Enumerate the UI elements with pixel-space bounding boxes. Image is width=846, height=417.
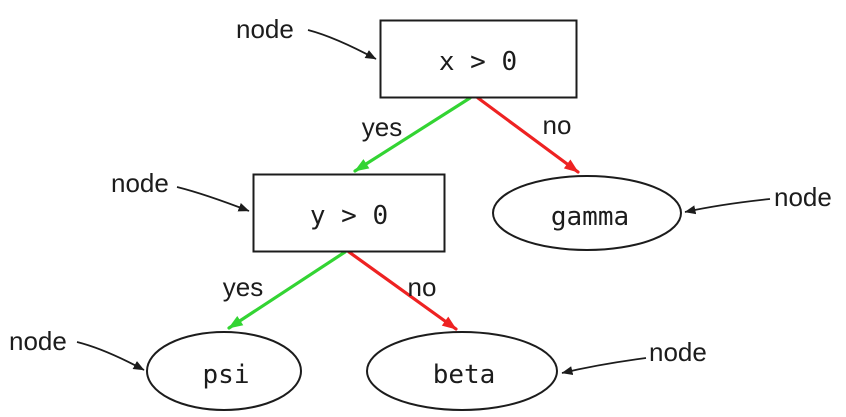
node-root-rect	[379, 19, 578, 99]
node-beta-ellipse	[366, 331, 558, 411]
node-root-label: x > 0	[439, 47, 517, 77]
node-inner-label: y > 0	[310, 201, 388, 231]
annotation-arrow-beta	[561, 357, 647, 375]
annotation-label-inner: node	[111, 168, 169, 198]
edge-root-no	[476, 96, 580, 174]
edge-inner-no	[347, 250, 458, 331]
annotation-arrow-psi	[76, 341, 145, 371]
node-psi-ellipse	[146, 331, 302, 411]
node-psi-label: psi	[203, 360, 250, 390]
node-gamma-label: gamma	[551, 202, 629, 232]
edge-label-inner-no: no	[408, 272, 437, 302]
annotation-label-beta: node	[649, 337, 707, 367]
edge-label-inner-yes: yes	[223, 272, 263, 302]
node-beta-label: beta	[433, 360, 496, 390]
node-gamma-ellipse	[492, 175, 682, 251]
annotation-label-root: node	[236, 14, 294, 44]
annotation-label-gamma: node	[774, 182, 832, 212]
edge-label-root-yes: yes	[362, 112, 402, 142]
annotation-arrow-inner	[176, 186, 250, 212]
annotation-arrow-root	[307, 29, 377, 60]
edge-root-yes	[353, 96, 472, 173]
annotation-arrow-gamma	[684, 198, 771, 215]
edge-label-root-no: no	[543, 110, 572, 140]
node-inner-rect	[252, 173, 446, 253]
annotation-label-psi: node	[9, 326, 67, 356]
edge-inner-yes	[227, 250, 347, 330]
